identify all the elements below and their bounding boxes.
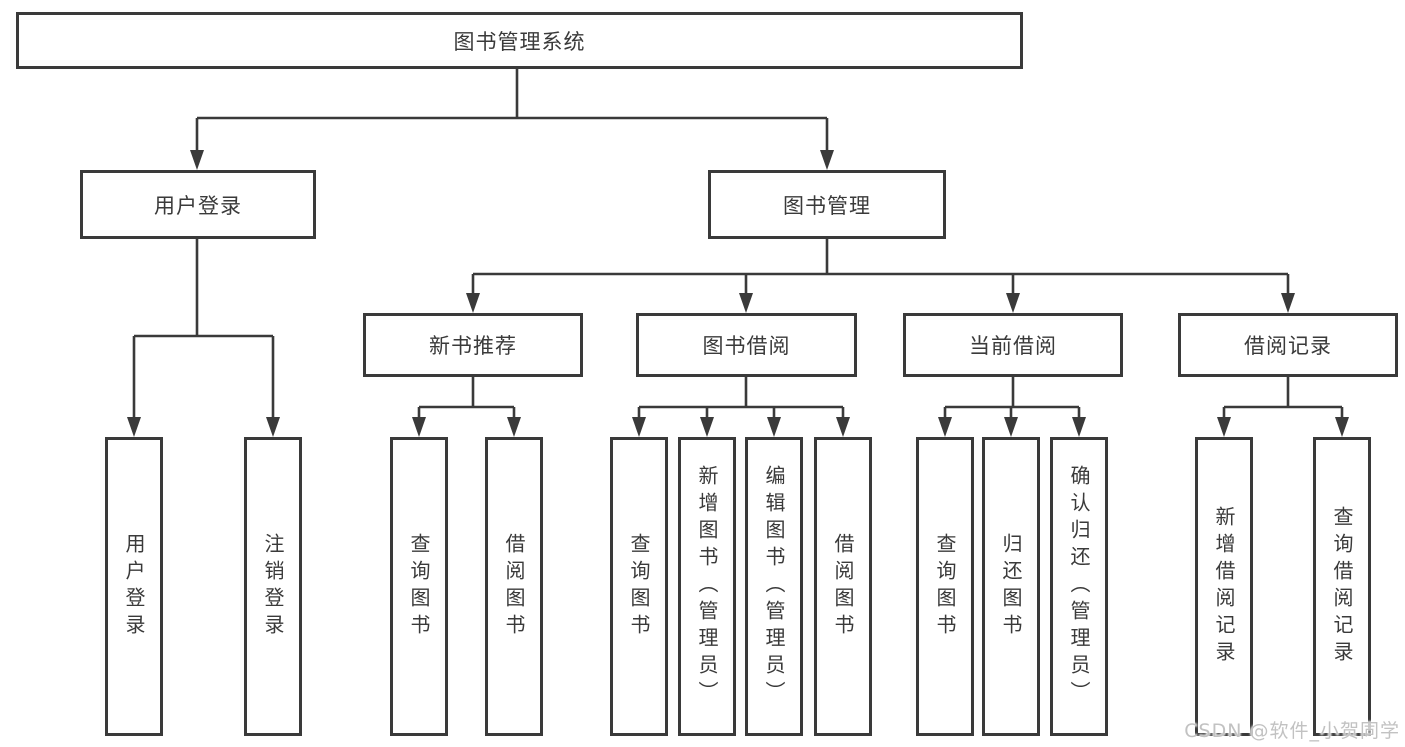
- node-borrow-records: 借阅记录: [1178, 313, 1398, 377]
- leaf-query-books-current: 查询图书: [916, 437, 974, 736]
- node-user-login: 用户登录: [80, 170, 316, 239]
- leaf-add-book-admin: 新增图书（管理员）: [678, 437, 736, 736]
- leaf-query-borrow-record: 查询借阅记录: [1313, 437, 1371, 736]
- node-root: 图书管理系统: [16, 12, 1023, 69]
- watermark: CSDN @软件_小贺同学: [1184, 720, 1400, 742]
- node-new-book-recommend: 新书推荐: [363, 313, 583, 377]
- leaf-borrow-books-recommend: 借阅图书: [485, 437, 543, 736]
- leaf-query-books-borrow: 查询图书: [610, 437, 668, 736]
- node-book-management: 图书管理: [708, 170, 946, 239]
- leaf-logout: 注销登录: [244, 437, 302, 736]
- leaf-return-book: 归还图书: [982, 437, 1040, 736]
- node-current-borrow: 当前借阅: [903, 313, 1123, 377]
- leaf-user-login: 用户登录: [105, 437, 163, 736]
- node-book-borrow: 图书借阅: [636, 313, 857, 377]
- leaf-query-books-recommend: 查询图书: [390, 437, 448, 736]
- leaf-confirm-return-admin: 确认归还（管理员）: [1050, 437, 1108, 736]
- leaf-borrow-books: 借阅图书: [814, 437, 872, 736]
- arrowheads: [127, 150, 1349, 437]
- leaf-add-borrow-record: 新增借阅记录: [1195, 437, 1253, 736]
- leaf-edit-book-admin: 编辑图书（管理员）: [745, 437, 803, 736]
